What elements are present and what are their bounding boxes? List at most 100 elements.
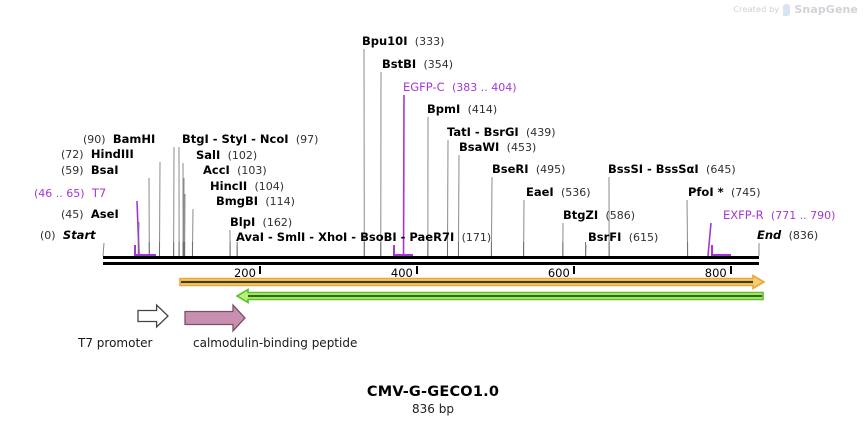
map-label-name-exfp-r: EXFP-R	[723, 208, 764, 222]
map-label-position-bseri: (495)	[535, 163, 566, 176]
map-label-bseri[interactable]: BseRI (495)	[492, 162, 566, 177]
map-label-name-eaei: EaeI	[526, 185, 554, 199]
page-title: CMV-G-GECO1.0	[366, 384, 500, 400]
map-label-position-blpi: (162)	[262, 216, 293, 229]
map-label-name-btgi-group: BtgI - StyI - NcoI	[182, 132, 289, 146]
map-label-bstbi[interactable]: BstBI (354)	[382, 57, 454, 72]
map-label-name-bseri: BseRI	[492, 162, 529, 176]
map-label-end[interactable]: End (836)	[757, 228, 818, 243]
map-label-name-end: End	[757, 228, 782, 242]
map-label-name-bmgbi: BmgBI	[216, 194, 259, 208]
map-label-tati-group[interactable]: TatI - BsrGI (439)	[447, 125, 556, 140]
map-label-name-pfoi: PfoI *	[688, 185, 724, 199]
map-label-position-eaei: (536)	[561, 186, 591, 199]
ruler-tick-800	[729, 266, 732, 274]
map-label-position-t7: (46 .. 65)	[34, 187, 85, 200]
sequence-backbone-line-bottom	[103, 262, 759, 265]
map-label-name-bsai: BsaI	[90, 163, 119, 177]
map-label-name-bpmi: BpmI	[427, 102, 461, 116]
ruler-tick-600	[572, 266, 575, 274]
map-label-bsrfi[interactable]: BsrFI (615)	[588, 230, 659, 245]
map-label-start[interactable]: (0) Start	[40, 228, 96, 243]
map-label-name-bpu10i: Bpu10I	[362, 34, 408, 48]
map-label-position-bpu10i: (333)	[414, 35, 445, 48]
map-label-eaei[interactable]: EaeI (536)	[526, 185, 591, 200]
map-label-name-tati-group: TatI - BsrGI	[447, 125, 519, 139]
map-label-exfp-r[interactable]: EXFP-R (771 .. 790)	[723, 208, 836, 223]
map-label-bmgbi[interactable]: BmgBI (114)	[216, 194, 295, 209]
map-label-pfoi[interactable]: PfoI * (745)	[688, 185, 761, 200]
exfp-r-bracket-bar	[711, 254, 731, 256]
map-label-name-egfp-c: EGFP-C	[403, 80, 445, 94]
map-label-position-bsssi-group: (645)	[706, 163, 736, 176]
map-label-position-bstbi: (354)	[423, 58, 454, 71]
map-label-hincii[interactable]: HincII (104)	[210, 179, 285, 194]
map-label-acci[interactable]: AccI (103)	[203, 163, 267, 178]
map-label-name-bsssi-group: BssSI - BssSαI	[608, 162, 699, 176]
map-label-btgzi[interactable]: BtgZI (586)	[563, 209, 636, 223]
map-label-position-bamhi: (90)	[83, 133, 106, 146]
map-label-position-btgi-group: (97)	[295, 133, 319, 146]
legend-label-t7-promoter: T7 promoter	[78, 336, 153, 350]
egfp-c-bracket-bar	[393, 254, 413, 256]
snapgene-logo-icon	[783, 3, 791, 16]
t7-promoter-bracket-bar	[134, 254, 156, 256]
map-label-avai-group[interactable]: AvaI - SmlI - XhoI - BsoBI - PaeR7I (171…	[236, 230, 492, 245]
watermark-created-by-label: Created by	[733, 5, 780, 14]
map-label-blpi[interactable]: BlpI (162)	[230, 215, 293, 230]
map-label-btgi-group[interactable]: BtgI - StyI - NcoI (97)	[182, 132, 319, 147]
map-label-hindiii[interactable]: (72) HindIII	[61, 147, 134, 162]
map-label-position-btgzi: (586)	[605, 209, 636, 222]
snapgene-watermark: Created by SnapGene	[733, 3, 858, 16]
map-label-name-bamhi: BamHI	[112, 132, 156, 146]
map-label-position-exfp-r: (771 .. 790)	[770, 209, 836, 222]
map-label-name-asei: AseI	[90, 207, 119, 221]
map-label-bamhi[interactable]: (90) BamHI	[83, 132, 156, 147]
map-label-t7[interactable]: (46 .. 65) T7	[34, 186, 107, 201]
map-label-name-start: Start	[62, 228, 96, 242]
map-label-name-t7: T7	[91, 186, 107, 200]
map-label-name-sali: SalI	[196, 148, 221, 162]
ruler-tick-400	[415, 266, 418, 274]
map-label-name-hincii: HincII	[210, 179, 248, 193]
sequence-backbone-line-top	[103, 256, 759, 259]
map-label-bpu10i[interactable]: Bpu10I (333)	[362, 34, 445, 49]
map-label-bsawi[interactable]: BsaWI (453)	[459, 141, 537, 155]
watermark-brand-label: SnapGene	[794, 3, 858, 16]
ruler-tick-200	[258, 266, 261, 274]
map-label-sali[interactable]: SalI (102)	[196, 148, 257, 163]
map-label-bsssi-group[interactable]: BssSI - BssSαI (645)	[608, 162, 736, 177]
map-label-position-bpmi: (414)	[467, 103, 498, 116]
map-label-bsai[interactable]: (59) BsaI	[61, 163, 119, 178]
t7-promoter-bracket-stem	[134, 245, 136, 256]
plasmid-length-label: 836 bp	[412, 402, 454, 416]
map-label-position-bsawi: (453)	[506, 141, 537, 154]
map-label-name-acci: AccI	[203, 163, 230, 177]
map-label-name-blpi: BlpI	[230, 215, 256, 229]
map-label-position-pfoi: (745)	[730, 186, 761, 199]
map-label-name-avai-group: AvaI - SmlI - XhoI - BsoBI - PaeR7I	[236, 230, 455, 244]
map-label-position-hincii: (104)	[254, 180, 285, 193]
egfp-c-bracket[interactable]	[393, 245, 413, 256]
map-label-asei[interactable]: (45) AseI	[61, 207, 119, 222]
map-label-egfp-c[interactable]: EGFP-C (383 .. 404)	[403, 80, 517, 95]
map-label-position-start: (0)	[40, 229, 56, 242]
t7-promoter-bracket[interactable]	[134, 245, 156, 256]
egfp-c-bracket-stem	[393, 245, 395, 256]
exfp-r-bracket[interactable]	[711, 245, 731, 256]
map-label-position-avai-group: (171)	[461, 231, 492, 244]
map-label-name-bsrfi: BsrFI	[588, 230, 622, 244]
exfp-r-bracket-stem	[711, 245, 713, 256]
map-label-name-hindiii: HindIII	[90, 147, 134, 161]
map-label-position-asei: (45)	[61, 208, 84, 221]
map-label-position-bsrfi: (615)	[628, 231, 659, 244]
map-label-bpmi[interactable]: BpmI (414)	[427, 102, 498, 117]
map-label-position-hindiii: (72)	[61, 148, 84, 161]
map-label-name-bstbi: BstBI	[382, 57, 417, 71]
map-label-position-bmgbi: (114)	[265, 195, 295, 208]
map-label-position-egfp-c: (383 .. 404)	[451, 81, 517, 94]
